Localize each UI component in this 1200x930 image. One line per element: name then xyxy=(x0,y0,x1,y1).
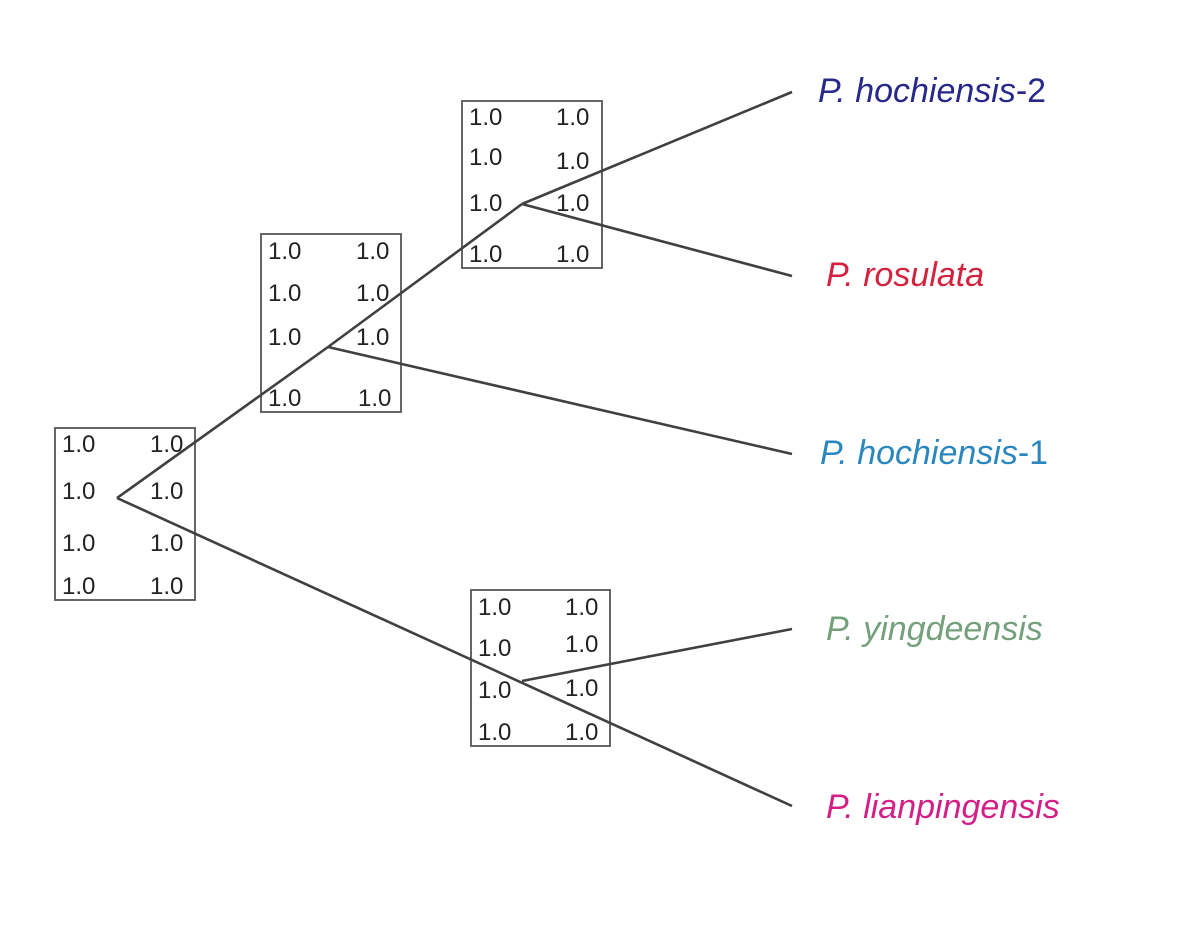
taxon-label-yingdeensis: P. yingdeensis xyxy=(826,610,1043,648)
support-value: 1.0 xyxy=(356,280,389,307)
support-value: 1.0 xyxy=(268,280,301,307)
support-value: 1.0 xyxy=(469,241,502,268)
support-box-node-hoch1-clade xyxy=(260,233,402,413)
support-value: 1.0 xyxy=(268,385,301,412)
support-value: 1.0 xyxy=(478,635,511,662)
support-value: 1.0 xyxy=(565,594,598,621)
support-values-node-hoch2-rosulata: 1.0 1.0 1.0 1.0 1.0 1.0 1.0 1.0 xyxy=(469,104,589,268)
support-value: 1.0 xyxy=(62,573,95,600)
support-value: 1.0 xyxy=(469,104,502,131)
support-value: 1.0 xyxy=(150,431,183,458)
branch-node4-to-yingdeensis xyxy=(521,627,793,683)
support-value: 1.0 xyxy=(556,241,589,268)
support-value: 1.0 xyxy=(150,478,183,505)
support-box-node-ying-lian xyxy=(470,589,611,747)
taxon-label-hochiensis-1: P. hochiensis-1 xyxy=(820,434,1048,472)
support-values-node-hoch1-clade: 1.0 1.0 1.0 1.0 1.0 1.0 1.0 1.0 xyxy=(268,238,391,412)
support-value: 1.0 xyxy=(469,144,502,171)
taxon-label-hochiensis-2: P. hochiensis-2 xyxy=(818,72,1046,110)
support-value: 1.0 xyxy=(478,677,511,704)
taxon-label-lianpingensis: P. lianpingensis xyxy=(826,788,1060,826)
support-value: 1.0 xyxy=(469,190,502,217)
support-values-node-ying-lian: 1.0 1.0 1.0 1.0 1.0 1.0 1.0 1.0 xyxy=(478,594,598,746)
support-value: 1.0 xyxy=(556,104,589,131)
branch-node2-to-node3 xyxy=(327,202,523,349)
support-value: 1.0 xyxy=(478,719,511,746)
support-value: 1.0 xyxy=(565,675,598,702)
branch-root-to-node2 xyxy=(116,345,329,500)
support-value: 1.0 xyxy=(268,238,301,265)
support-value: 1.0 xyxy=(478,594,511,621)
support-box-node-hoch2-rosulata xyxy=(461,100,603,269)
support-value: 1.0 xyxy=(358,385,391,412)
support-value: 1.0 xyxy=(268,324,301,351)
branch-node3-to-rosulata xyxy=(521,202,793,278)
branch-node3-to-hochiensis-2 xyxy=(521,90,793,206)
branch-node2-to-hochiensis-1 xyxy=(327,345,793,456)
support-value: 1.0 xyxy=(150,530,183,557)
support-value: 1.0 xyxy=(565,719,598,746)
branch-root-to-lianpingensis xyxy=(116,496,793,808)
support-value: 1.0 xyxy=(356,238,389,265)
support-value: 1.0 xyxy=(356,324,389,351)
support-value: 1.0 xyxy=(556,190,589,217)
support-value: 1.0 xyxy=(150,573,183,600)
support-value: 1.0 xyxy=(62,431,95,458)
support-value: 1.0 xyxy=(62,530,95,557)
taxon-label-rosulata: P. rosulata xyxy=(826,256,984,294)
support-value: 1.0 xyxy=(565,631,598,658)
support-value: 1.0 xyxy=(556,148,589,175)
support-box-root xyxy=(54,427,196,601)
support-values-root: 1.0 1.0 1.0 1.0 1.0 1.0 1.0 1.0 xyxy=(62,431,183,600)
support-value: 1.0 xyxy=(62,478,95,505)
